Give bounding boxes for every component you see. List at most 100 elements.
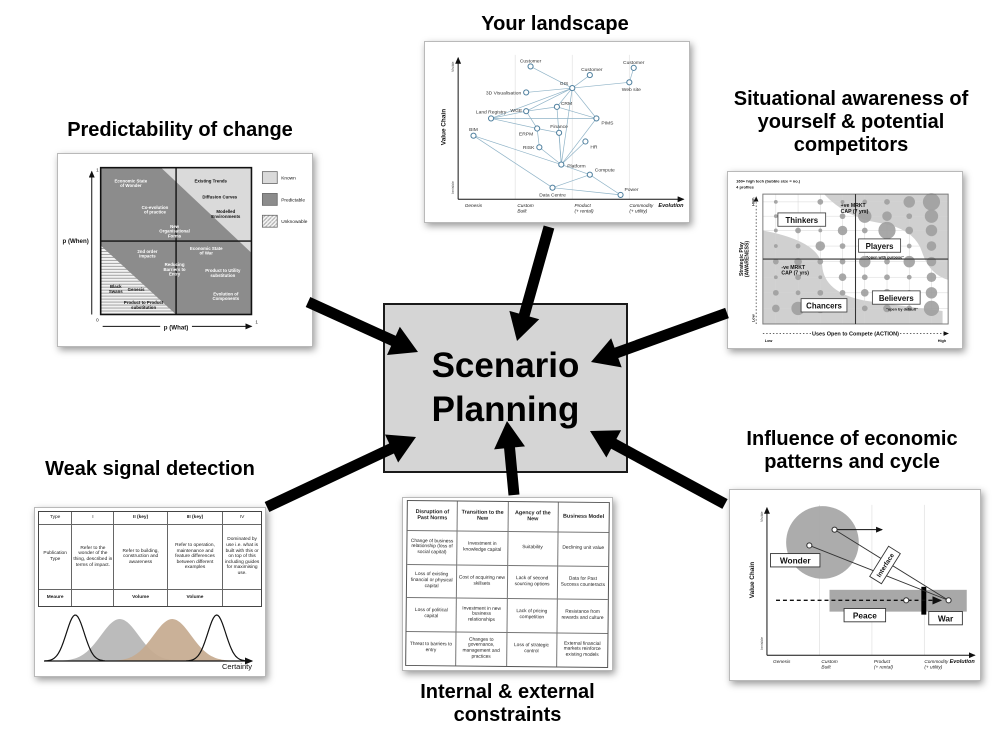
company-bubble [861, 227, 868, 234]
company-bubble [883, 304, 891, 313]
title-landscape: Your landscape [481, 13, 629, 35]
weak-table-cell: Refer to operation, maintenance and feat… [167, 525, 224, 590]
company-bubble [925, 287, 938, 299]
weak-table-header: IV [223, 512, 261, 525]
company-bubble [817, 199, 824, 205]
company-bubble [817, 289, 824, 296]
constraints-cell: Cost of acquiring new skillsets [457, 564, 508, 599]
constraints-cell: External financial markets reinforce exi… [563, 641, 601, 659]
note-bubble-size: 160+ high tech (bubble size = no.) [736, 179, 801, 184]
constraints-cell: Investment in new business relationships [456, 598, 508, 633]
company-bubble [862, 199, 868, 205]
node-label: BIM [469, 127, 478, 133]
peace-war-band [829, 589, 967, 612]
map-node [593, 115, 600, 122]
company-bubble [906, 213, 913, 220]
certainty-axis-label: Certainty [222, 662, 252, 671]
node-label: Customer [623, 60, 645, 66]
map-node [569, 85, 576, 92]
company-bubble [861, 274, 868, 281]
map-node [534, 125, 541, 132]
y-axis-title: Strategic Play(AWARENESS) [739, 241, 751, 278]
company-bubble [884, 274, 890, 281]
company-bubble [772, 289, 779, 296]
map-node [523, 108, 530, 115]
company-bubble [773, 244, 778, 248]
company-bubble [795, 290, 801, 296]
stage-label: Commodity(+ utility) [924, 659, 949, 670]
map-node [523, 89, 530, 96]
company-bubble [884, 258, 890, 265]
company-bubble [906, 274, 912, 280]
company-bubble [903, 255, 915, 268]
evolution-axis-label: Evolution [658, 203, 684, 209]
visible-label: Visible [760, 512, 764, 522]
y-high: High [751, 197, 755, 206]
map-node [630, 64, 637, 71]
company-bubble [839, 289, 846, 296]
node-label: Customer [581, 67, 603, 73]
company-bubble [818, 275, 823, 280]
node-label: WGE [510, 108, 523, 114]
map-node [586, 72, 593, 79]
node-label: HR [590, 144, 598, 150]
x-axis-title: Uses Open to Compete (ACTION) [812, 331, 899, 337]
x-max: 1 [255, 319, 258, 324]
company-bubble [795, 274, 801, 281]
signal-curve [55, 619, 185, 661]
constraints-header: Transition to the New [457, 501, 509, 533]
map-node [586, 171, 593, 178]
value-chain-axis-label: Value Chain [749, 562, 756, 598]
company-bubble [926, 241, 937, 251]
legend-label: Unknowable [281, 219, 307, 225]
constraints-cell: Threat to barriers to entry [406, 631, 457, 666]
certainty-curves-chart: Certainty [44, 614, 254, 671]
company-bubble [794, 257, 802, 266]
constraints-cell: Lack of second sourcing options [507, 565, 558, 600]
company-bubble [860, 288, 869, 297]
x-low: Low [765, 339, 773, 343]
map-node [831, 526, 838, 533]
company-bubble [861, 305, 868, 312]
node-label: Data Centre [539, 193, 566, 199]
y-low: Low [751, 314, 755, 322]
constraints-cell: Lack of pricing competition [506, 598, 558, 634]
weak-table-cell: Volume [114, 590, 168, 606]
company-bubble [878, 221, 896, 240]
quadrant-sublabel: "open with purpose" [867, 255, 905, 259]
company-bubble [795, 227, 801, 234]
constraints-header: Business Model [558, 502, 609, 534]
node-label: PIMS [601, 120, 614, 126]
constraints-cell: Change of business relationship (loss of… [407, 530, 458, 565]
signal-curve [186, 614, 247, 662]
constraints-cell: Data for Past Success counteracts [557, 566, 609, 601]
weak-table-cell: Volume [168, 590, 224, 606]
panel-situational-chart: 160+ high tech (bubble size = no.)4 prof… [727, 171, 963, 349]
war-label: War [938, 614, 954, 624]
origin: 0 [96, 317, 99, 322]
weak-table-header: II (key) [114, 512, 168, 525]
company-bubble [818, 228, 823, 233]
scenario-planning-label: Scenario Planning [431, 346, 580, 429]
company-bubble [838, 273, 847, 282]
quadrant-label: Believers [879, 294, 914, 303]
quadrant-label: Chancers [806, 302, 842, 311]
legend-label: Known [281, 176, 296, 182]
title-economic: Influence of economic patterns and cycle [746, 428, 958, 473]
weak-table-cell [223, 590, 261, 606]
map-node [553, 103, 560, 110]
stage-label: Product(+ rental) [874, 659, 893, 670]
company-bubble [839, 243, 846, 249]
company-bubble [795, 243, 801, 249]
wonder-circle [786, 506, 859, 579]
